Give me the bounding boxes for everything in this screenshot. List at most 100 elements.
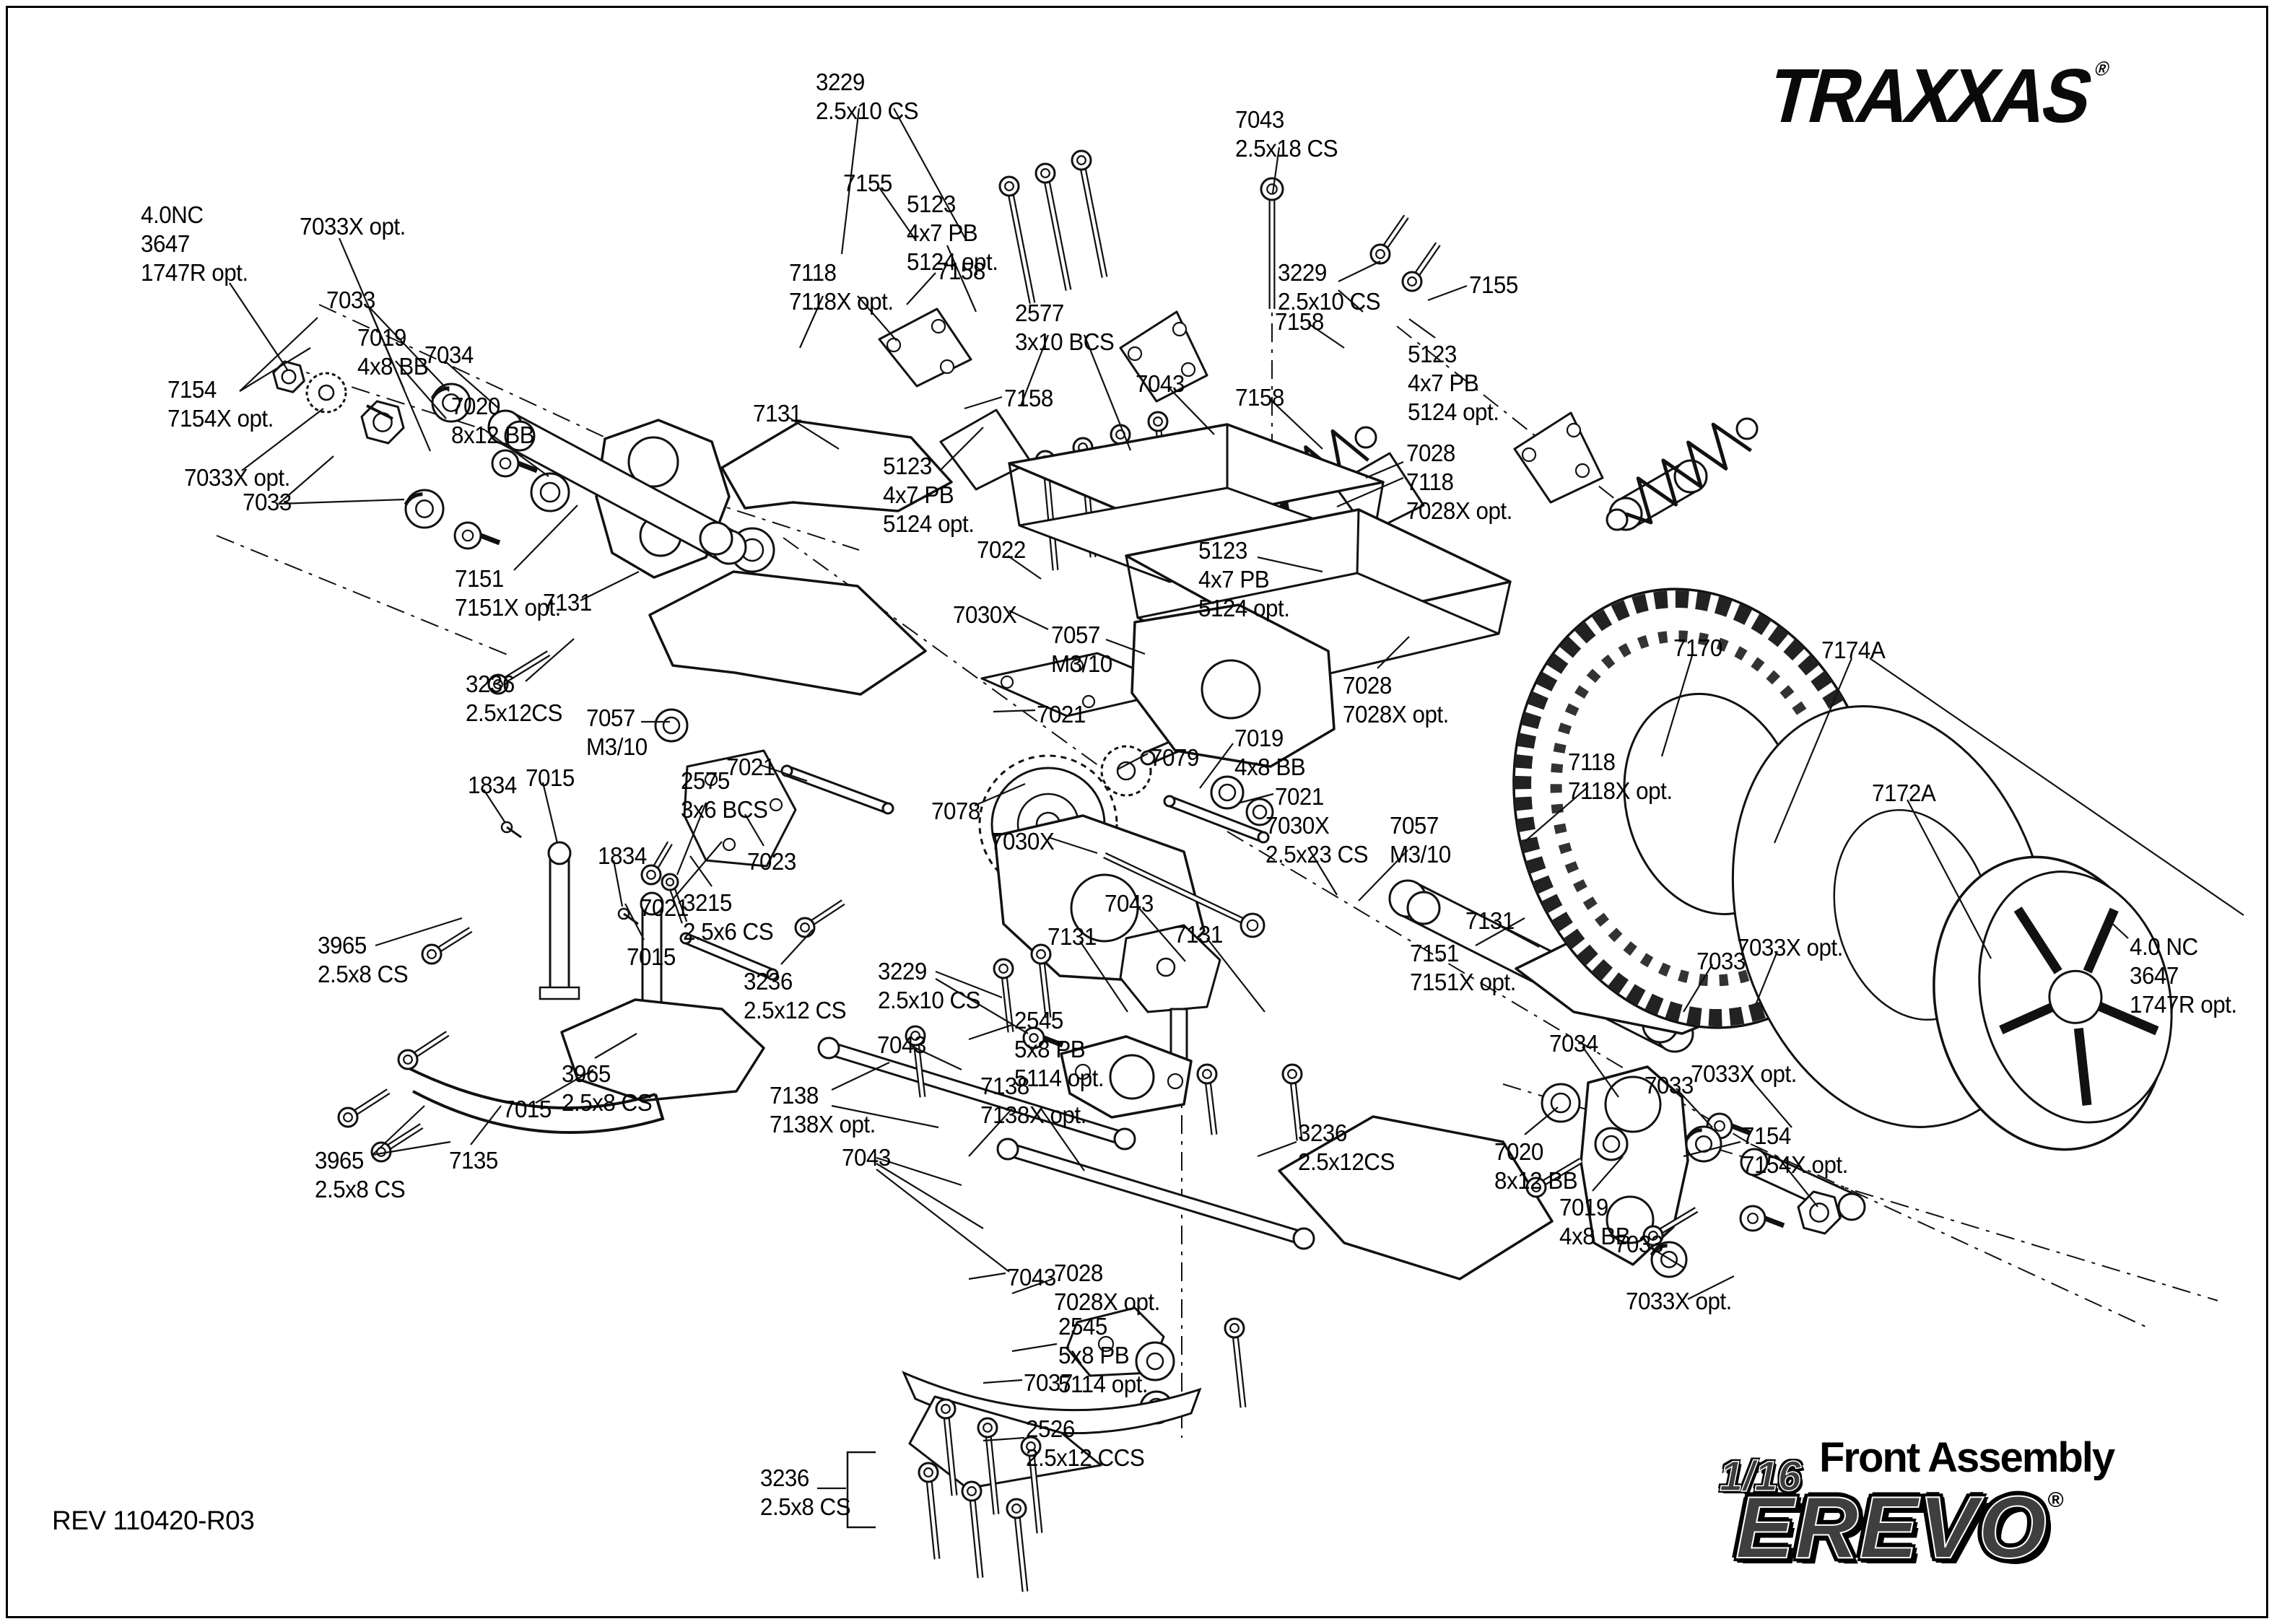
model-registered-mark: ® [2047, 1488, 2065, 1512]
part-label: 7019 4x8 BB [1234, 725, 1306, 780]
part-label: 7030X [990, 828, 1055, 855]
part-label: 2577 3x10 BCS [1015, 300, 1115, 355]
part-label: 7043 [1136, 370, 1185, 397]
part-label: 1834 [468, 772, 517, 798]
part-label: 7057 M3/10 [1390, 812, 1451, 868]
part-label: 7033 [326, 287, 375, 313]
part-label: 7033X opt. [184, 464, 290, 491]
part-label: 7138 7138X opt. [980, 1073, 1086, 1128]
part-label: 5123 4x7 PB 5124 opt. [1408, 341, 1499, 425]
part-label: 4.0NC 3647 1747R opt. [141, 201, 248, 286]
part-label: 7033 [1644, 1072, 1694, 1099]
part-label: 7034 [424, 341, 474, 368]
part-label: 7028 7118 7028X opt. [1406, 440, 1512, 524]
part-label: 7020 8x12 BB [1494, 1138, 1578, 1194]
model-logo-text: EREVO [1735, 1477, 2048, 1577]
part-label: 7043 [1007, 1264, 1056, 1291]
traxxas-logo-text: TRAXXAS [1760, 53, 2100, 139]
part-label: 7015 [502, 1096, 552, 1122]
part-label: 7023 [747, 848, 796, 875]
part-label: 3236 2.5x12CS [466, 671, 562, 726]
part-label: 2545 5x8 PB 5114 opt. [1014, 1007, 1105, 1091]
part-label: 7131 [753, 400, 802, 427]
part-label: 3229 2.5x10 CS [816, 69, 919, 124]
part-label: 7033X opt. [1626, 1288, 1732, 1314]
traxxas-logo: TRAXXAS® [1760, 52, 2121, 140]
part-label: 7021 [1037, 701, 1086, 728]
part-label: 7158 [1004, 385, 1053, 411]
part-label: 7154 7154X opt. [1742, 1122, 1848, 1178]
part-label: 7158 [1235, 384, 1284, 411]
part-label: 3215 2.5x6 CS [683, 889, 774, 945]
part-label: 7174A [1821, 637, 1886, 663]
part-label: 7057 M3/10 [1051, 621, 1112, 677]
part-label: 3236 2.5x12CS [1298, 1119, 1395, 1175]
assembly-title: Front Assembly [1819, 1434, 2115, 1481]
part-label: 7015 [627, 943, 676, 970]
part-label: 7030X 2.5x23 CS [1265, 812, 1369, 868]
part-label: 7033X opt. [1691, 1060, 1797, 1087]
revision-note: REV 110420-R03 [52, 1506, 255, 1535]
part-label: 7118 7118X opt. [789, 259, 894, 315]
part-label: 7078 [931, 798, 980, 824]
part-label: 3965 2.5x8 CS [315, 1147, 406, 1202]
part-label: 7030X [953, 601, 1017, 628]
scale-badge: 1/16 [1719, 1452, 1801, 1501]
part-label: 7131 [543, 589, 592, 616]
part-label: 7033 [1696, 948, 1746, 974]
part-label: 7019 4x8 BB [357, 324, 429, 380]
part-label: 7033X opt. [300, 213, 406, 240]
part-label: 2575 3x6 BCS [681, 767, 768, 823]
part-label: 7154 7154X opt. [167, 376, 274, 432]
part-label: 3236 2.5x12 CS [744, 968, 847, 1023]
part-label: 5123 4x7 PB 5124 opt. [907, 191, 998, 275]
part-label: 7158 [936, 258, 985, 284]
part-label: 3965 2.5x8 CS [562, 1060, 653, 1116]
part-label: 7151 7151X opt. [1410, 940, 1516, 995]
part-label: 3229 2.5x10 CS [1278, 259, 1381, 315]
part-label: 7043 [842, 1144, 891, 1171]
part-label: 7033 [1614, 1231, 1663, 1257]
part-label: 7118 7118X opt. [1568, 748, 1673, 804]
part-label: 2545 5x8 PB 5114 opt. [1058, 1313, 1149, 1397]
part-label: 5123 4x7 PB 5124 opt. [1198, 537, 1290, 621]
part-label: 7021 [726, 754, 775, 780]
part-label: 7020 8x12 BB [451, 393, 535, 448]
part-label: 3236 2.5x8 CS [760, 1464, 851, 1520]
part-label: 1834 [598, 842, 647, 869]
part-label: 7034 [1549, 1030, 1598, 1057]
part-label: 7043 2.5x18 CS [1235, 106, 1338, 162]
part-label: 7079 [1150, 744, 1199, 771]
part-label: 7028 7028X opt. [1343, 672, 1449, 728]
part-label: 7155 [1469, 271, 1518, 298]
part-label: 7151 7151X opt. [455, 565, 561, 621]
part-label: 5123 4x7 PB 5124 opt. [883, 453, 975, 537]
part-label: 7131 [1465, 907, 1515, 934]
part-label: 7131 [1174, 921, 1223, 948]
part-label: 7019 4x8 BB [1559, 1194, 1631, 1249]
part-label: 7043 [877, 1031, 926, 1058]
part-label: 3965 2.5x8 CS [318, 932, 409, 987]
part-label: 7043 [1105, 890, 1154, 917]
part-label: 7135 [449, 1147, 498, 1174]
part-label: 7033X opt. [1737, 934, 1843, 961]
part-label: 7172A [1872, 780, 1936, 806]
part-label: 7170 [1673, 634, 1722, 661]
part-label: 7158 [1275, 308, 1324, 335]
part-label: 7033 [243, 489, 292, 515]
part-label: 7021 [1275, 783, 1324, 810]
part-label: 7131 [1047, 923, 1097, 950]
part-label: 7015 [526, 764, 575, 791]
part-label: 4.0 NC 3647 1747R opt. [2130, 933, 2237, 1018]
part-label: 7028 7028X opt. [1054, 1260, 1160, 1315]
model-logo: EREVO® [1735, 1477, 2064, 1578]
part-label: 7022 [977, 536, 1026, 563]
part-label: 7057 M3/10 [586, 704, 648, 760]
part-label: 3229 2.5x10 CS [878, 958, 981, 1013]
part-label: 7138 7138X opt. [770, 1082, 876, 1138]
part-label: 2526 2.5x12 CCS [1026, 1415, 1145, 1471]
part-label: 7037 [1024, 1369, 1073, 1396]
